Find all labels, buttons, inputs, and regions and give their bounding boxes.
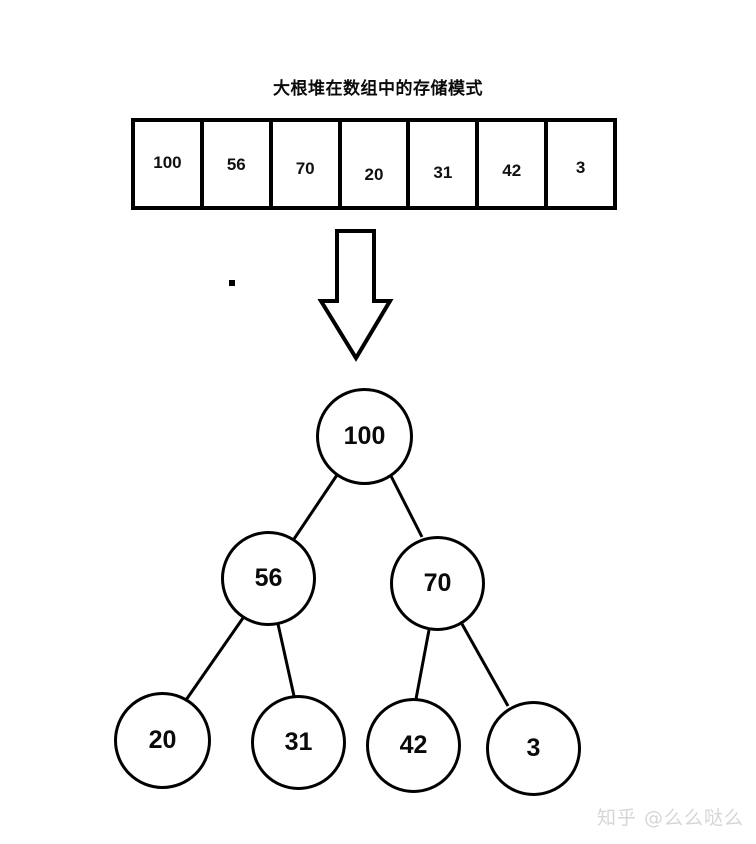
tree-node-value: 31 (284, 728, 313, 756)
array-cell: 3 (548, 122, 614, 206)
tree-node-leaf-1: 20 (114, 692, 211, 789)
tree-node-left-child: 56 (221, 531, 316, 626)
array-cell: 42 (479, 122, 549, 206)
array-cell-value: 20 (364, 164, 384, 184)
tree-node-root: 100 (316, 388, 413, 485)
array-cell-value: 3 (575, 157, 586, 177)
array-cell-value: 100 (153, 152, 182, 172)
tree-edge-root-to-70 (389, 475, 424, 538)
tree-node-leaf-2: 31 (251, 695, 346, 790)
tree-node-leaf-4: 3 (486, 701, 581, 796)
heap-array: 100 56 70 20 31 42 3 (131, 118, 617, 210)
array-cell: 20 (341, 122, 411, 206)
array-cell: 31 (410, 122, 480, 206)
tree-edge-56-to-20 (184, 617, 245, 701)
tree-node-value: 20 (148, 726, 177, 754)
tree-node-right-child: 70 (390, 536, 485, 631)
ink-dot (229, 280, 235, 286)
array-cell-value: 42 (502, 160, 522, 180)
array-cell-value: 70 (295, 158, 315, 178)
tree-node-value: 70 (423, 569, 452, 597)
watermark: 知乎 @么么哒么 (596, 807, 744, 829)
array-cell: 56 (203, 122, 273, 206)
array-cell: 100 (135, 122, 204, 206)
tree-edge-70-to-3 (460, 623, 510, 707)
down-arrow-icon (317, 229, 394, 362)
array-cell-value: 56 (226, 154, 246, 174)
tree-node-value: 100 (343, 422, 386, 450)
tree-node-value: 3 (526, 734, 541, 762)
tree-node-value: 42 (399, 731, 428, 759)
tree-edge-56-to-31 (276, 623, 296, 697)
tree-node-leaf-3: 42 (366, 698, 461, 793)
page-title: 大根堆在数组中的存储模式 (273, 79, 483, 98)
tree-edge-root-to-56 (292, 474, 339, 540)
array-cell: 70 (272, 122, 342, 206)
tree-node-value: 56 (254, 564, 283, 592)
tree-edge-70-to-42 (414, 629, 431, 700)
array-cell-value: 31 (433, 162, 453, 182)
